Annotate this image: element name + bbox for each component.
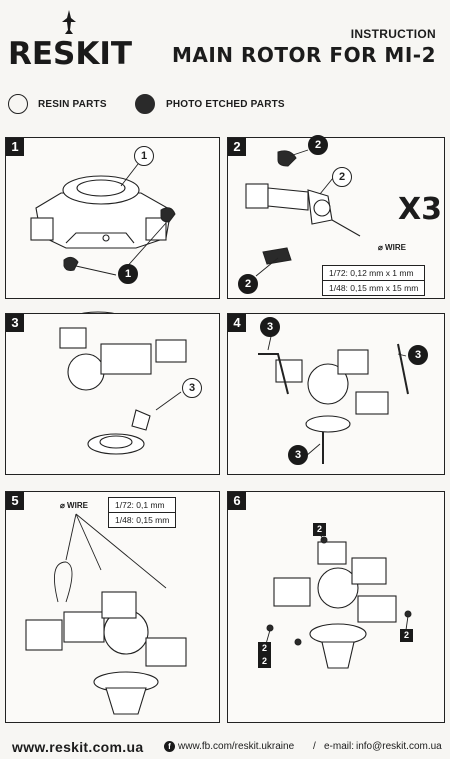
callout-resin-3: 3	[182, 378, 202, 398]
resin-parts-label: RESIN PARTS	[38, 99, 107, 110]
facebook-link[interactable]: www.fb.com/reskit.ukraine	[178, 741, 295, 752]
step-3-panel: 3 3	[5, 313, 220, 475]
wire-text: WIRE	[67, 501, 88, 510]
tag-pe-6d: 2	[258, 655, 271, 668]
step-2-panel: 2 2 2 2 X3 ⌀ WIRE 1/72: 0,12 mm x 1 mm 1…	[227, 135, 445, 299]
hub-assembly-drawing	[59, 327, 187, 455]
callout-pe-2a: 2	[308, 135, 328, 155]
callout-pe-1: 1	[118, 264, 138, 284]
wire-label: ⌀ WIRE	[378, 243, 406, 252]
callout-resin-4c: 3	[288, 445, 308, 465]
hub-with-rods-drawing	[258, 331, 409, 464]
step-number: 6	[228, 492, 246, 510]
step-6-panel: 6 2 2 2 2	[227, 491, 445, 723]
step-number: 1	[6, 138, 24, 156]
brand-logo: RESKIT	[8, 36, 133, 72]
callout-pe-2b: 2	[238, 274, 258, 294]
tag-pe-6c: 2	[400, 629, 413, 642]
step-5-panel: 5 ⌀ WIRE 1/72: 0,1 mm 1/48: 0,15 mm	[5, 491, 220, 723]
callout-resin-1: 1	[134, 146, 154, 166]
step-number: 2	[228, 138, 246, 156]
email-label: e-mail:	[324, 741, 355, 752]
step-number: 3	[6, 314, 24, 332]
tag-pe-6b: 2	[258, 642, 271, 655]
wire-label: ⌀ WIRE	[60, 501, 88, 510]
spec-1-72: 1/72: 0,12 mm x 1 mm	[321, 265, 426, 281]
step-1-panel: 1 1 1	[5, 137, 220, 341]
resin-parts-swatch	[8, 94, 28, 114]
callout-resin-4a: 3	[260, 317, 280, 337]
plane-logo-icon	[62, 10, 76, 34]
final-rotor-drawing	[265, 531, 412, 669]
callout-resin-2: 2	[332, 167, 352, 187]
spec-1-48: 1/48: 0,15 mm	[107, 512, 177, 528]
step-number: 5	[6, 492, 24, 510]
wire-spec-table: 1/72: 0,1 mm 1/48: 0,15 mm	[107, 497, 177, 528]
instruction-label: INSTRUCTION	[350, 27, 436, 41]
page-title: MAIN ROTOR FOR MI-2	[171, 43, 436, 67]
photo-etched-swatch	[135, 94, 155, 114]
photo-etched-label: PHOTO ETCHED PARTS	[166, 99, 285, 110]
email-link[interactable]: info@reskit.com.ua	[356, 741, 442, 752]
hub-sketch-1	[30, 163, 176, 276]
spec-1-48: 1/48: 0,15 mm x 15 mm	[321, 280, 426, 296]
full-rotor-assembly-drawing	[25, 513, 187, 715]
step-number: 4	[228, 314, 246, 332]
website-link[interactable]: www.reskit.com.ua	[12, 739, 144, 755]
wire-text: WIRE	[385, 243, 406, 252]
step-4-panel: 4 3 3 3	[227, 313, 445, 475]
tag-pe-6a: 2	[313, 523, 326, 536]
blade-grip-drawing	[245, 149, 361, 277]
callout-resin-4b: 3	[408, 345, 428, 365]
quantity-multiplier: X3	[398, 192, 443, 227]
spec-1-72: 1/72: 0,1 mm	[107, 497, 177, 513]
footer-separator: /	[313, 741, 316, 752]
wire-spec-table: 1/72: 0,12 mm x 1 mm 1/48: 0,15 mm x 15 …	[321, 265, 426, 296]
facebook-icon: f	[164, 741, 175, 752]
